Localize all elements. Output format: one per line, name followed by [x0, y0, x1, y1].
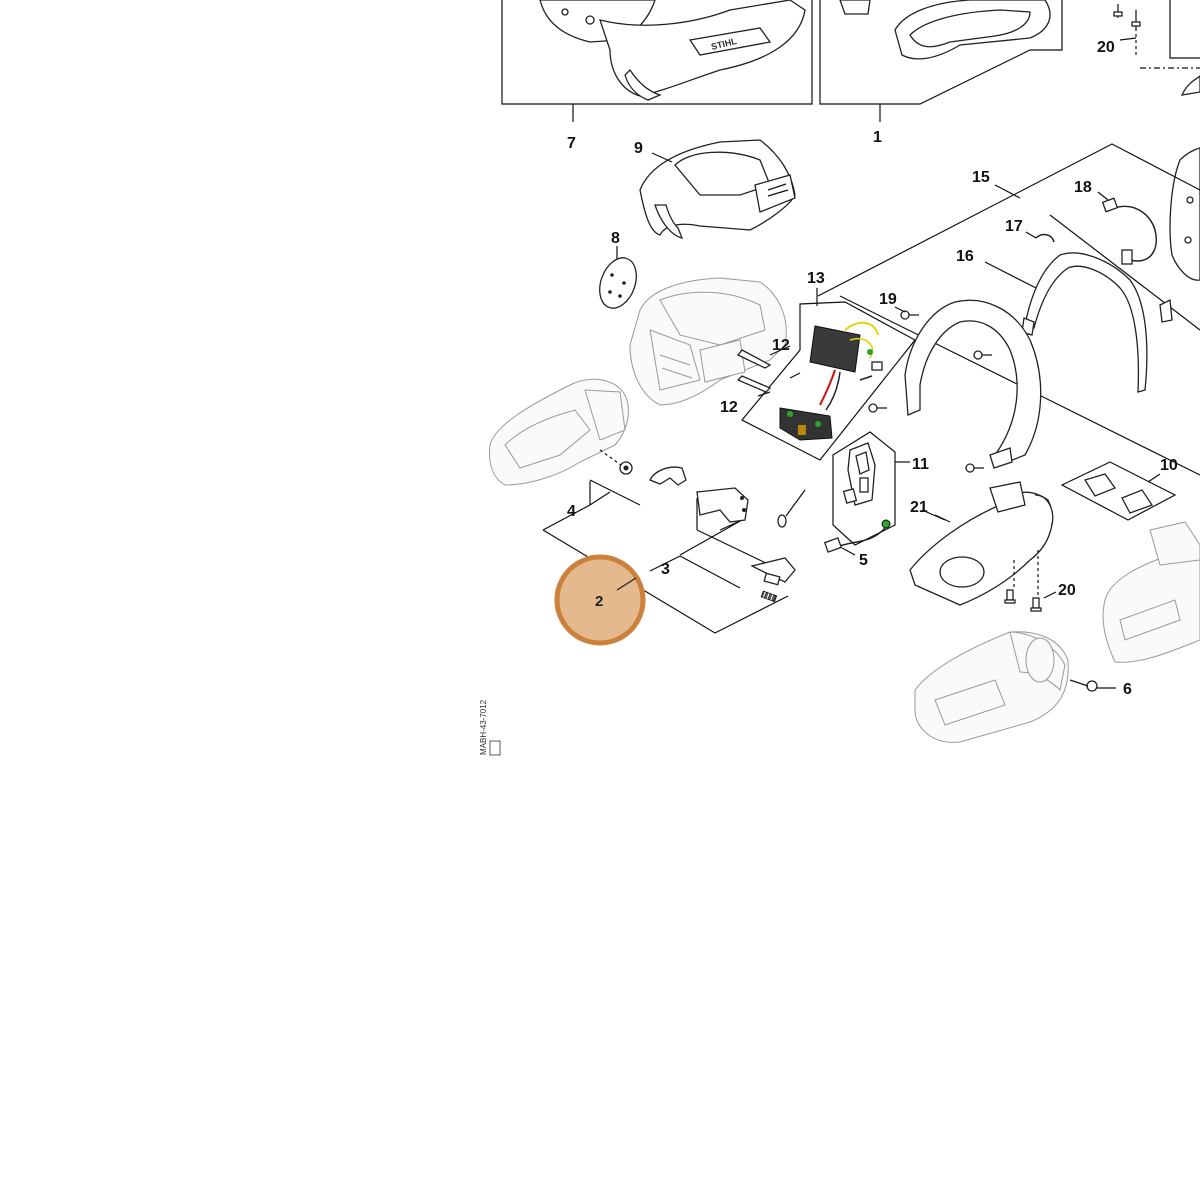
sensor-part-5: [823, 519, 891, 556]
components-part-3: [696, 487, 806, 528]
control-board-illustration: [779, 321, 883, 441]
hotspot-part-2[interactable]: 2: [554, 554, 646, 646]
hotspot-circle[interactable]: [554, 554, 646, 646]
right-housing-partial: [1102, 521, 1200, 663]
part-label-17: 17: [1005, 218, 1023, 235]
part-label-18: 18: [1074, 179, 1092, 196]
part-label-13: 13: [807, 270, 825, 287]
part-number-labels: 7 1 9 20 15 18 8 17 16 13 19 12 12 11 10…: [567, 39, 1178, 698]
handle-housing-illustration: [839, 0, 1051, 60]
part-label-8: 8: [611, 230, 620, 247]
part-label-3: 3: [661, 561, 670, 578]
clip-part-17: [1025, 231, 1055, 243]
box-part-7: STIHL: [501, 0, 813, 122]
part-label-21: 21: [910, 499, 928, 516]
part-label-12-b: 12: [720, 399, 738, 416]
rear-handle-housing-background: [489, 378, 629, 486]
box-part-1: [819, 0, 1063, 122]
part-label-20-bottom: 20: [1058, 582, 1076, 599]
part-label-4: 4: [567, 503, 576, 520]
pads-part-10: [1060, 461, 1177, 521]
hotspot-label[interactable]: 2: [595, 593, 603, 610]
part-label-15: 15: [972, 169, 990, 186]
screw-part-6: [1069, 679, 1116, 692]
loop-handle: [904, 299, 1042, 469]
drawing-stamp: MABH-43-7012: [479, 699, 501, 756]
switch-part-11: [832, 431, 910, 546]
drawing-code: MABH-43-7012: [479, 699, 488, 755]
disc-part-8: [599, 246, 637, 309]
cover-part-9: [639, 139, 796, 239]
right-grip-partial: [1169, 147, 1200, 281]
strips-part-12: [736, 345, 791, 397]
screws-part-20-top: [1113, 0, 1200, 96]
label-leaders: [789, 306, 946, 521]
part-label-5: 5: [859, 552, 868, 569]
screws-part-19: [868, 310, 992, 473]
part-label-6: 6: [1123, 681, 1132, 698]
part-label-19: 19: [879, 291, 897, 308]
motor-housing-background: [629, 277, 787, 406]
handle-bar-part-16: [1021, 252, 1173, 393]
base-part-21: [909, 481, 1054, 606]
part-label-16: 16: [956, 248, 974, 265]
part-label-9: 9: [634, 140, 643, 157]
part-label-10: 10: [1160, 457, 1178, 474]
part-label-7: 7: [567, 135, 576, 152]
components-part-2: [750, 557, 796, 603]
part-label-11: 11: [912, 456, 929, 473]
part-label-20-top: 20: [1097, 39, 1115, 56]
housing-shell-illustration: STIHL: [539, 0, 806, 101]
front-housing-bottom: [914, 631, 1069, 743]
part-label-1: 1: [873, 129, 882, 146]
screws-part-20-bottom: [1004, 550, 1057, 612]
components-part-4: [619, 461, 687, 486]
cable-part-18: [1097, 191, 1157, 265]
part-label-12-a: 12: [772, 337, 790, 354]
electronics-box-part-13: [741, 288, 916, 461]
